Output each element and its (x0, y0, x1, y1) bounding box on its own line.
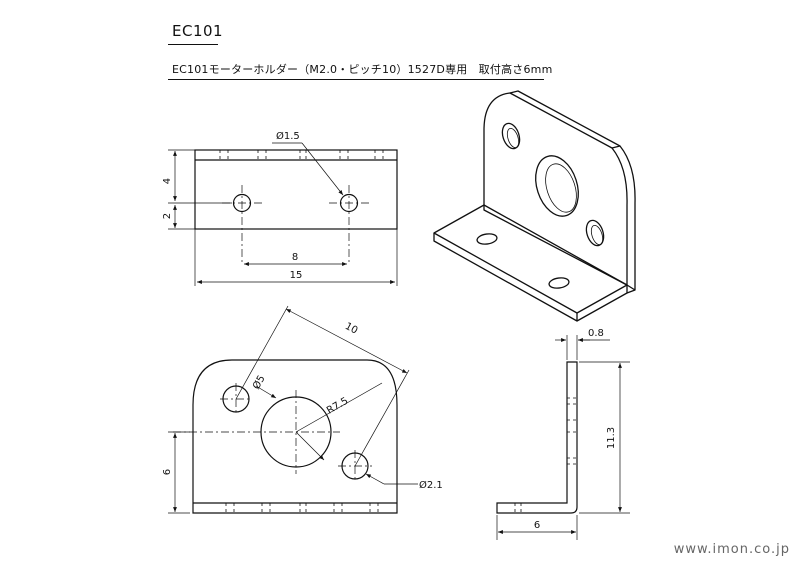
front-dim-height: 4 (162, 178, 173, 184)
plan-view (168, 305, 418, 514)
plan-dim-lines (168, 305, 418, 514)
title-underline (168, 44, 218, 45)
plan-dim-mount-hole: Ø2.1 (419, 479, 443, 491)
side-view (496, 335, 630, 540)
side-dim-thickness: 0.8 (588, 328, 604, 339)
side-dim-height: 11.3 (606, 427, 617, 449)
side-profile (496, 361, 578, 514)
watermark: www.imon.co.jp (673, 542, 790, 557)
isometric-view (433, 90, 636, 322)
side-dim-width: 6 (534, 520, 540, 531)
front-hole-label: Ø1.5 (276, 130, 300, 142)
iso-upright-edge (509, 90, 636, 291)
subtitle-underline (168, 79, 544, 80)
front-dim-width: 15 (290, 270, 303, 281)
iso-hole-lower-right (585, 219, 605, 247)
side-dim-lines (496, 335, 630, 540)
front-view-outline (194, 149, 398, 230)
iso-base-hole-left (476, 233, 498, 245)
iso-upright-face (483, 92, 628, 286)
drawing-title: EC101 (172, 22, 224, 40)
front-dim-hole-center: 2 (162, 213, 173, 219)
plan-dim-small-hole: Ø5 (250, 373, 268, 391)
drawing-subtitle: EC101モーターホルダー（M2.0・ピッチ10）1527D専用 取付高さ6mm (172, 63, 553, 76)
plan-dim-height: 6 (162, 469, 173, 475)
front-view (168, 142, 398, 286)
iso-base-front-edge (433, 233, 578, 322)
plan-dim-radius: R7.5 (325, 396, 350, 417)
plan-outline (192, 359, 398, 514)
iso-base-top (433, 204, 628, 314)
front-dim-lines (168, 142, 398, 286)
iso-motor-hole (535, 155, 579, 217)
plan-dim-pitch: 10 (343, 321, 359, 337)
hidden-lines (219, 150, 384, 160)
iso-hole-upper-left (501, 122, 521, 150)
iso-base-hole-right (548, 277, 570, 289)
front-dim-pitch: 8 (292, 252, 298, 263)
